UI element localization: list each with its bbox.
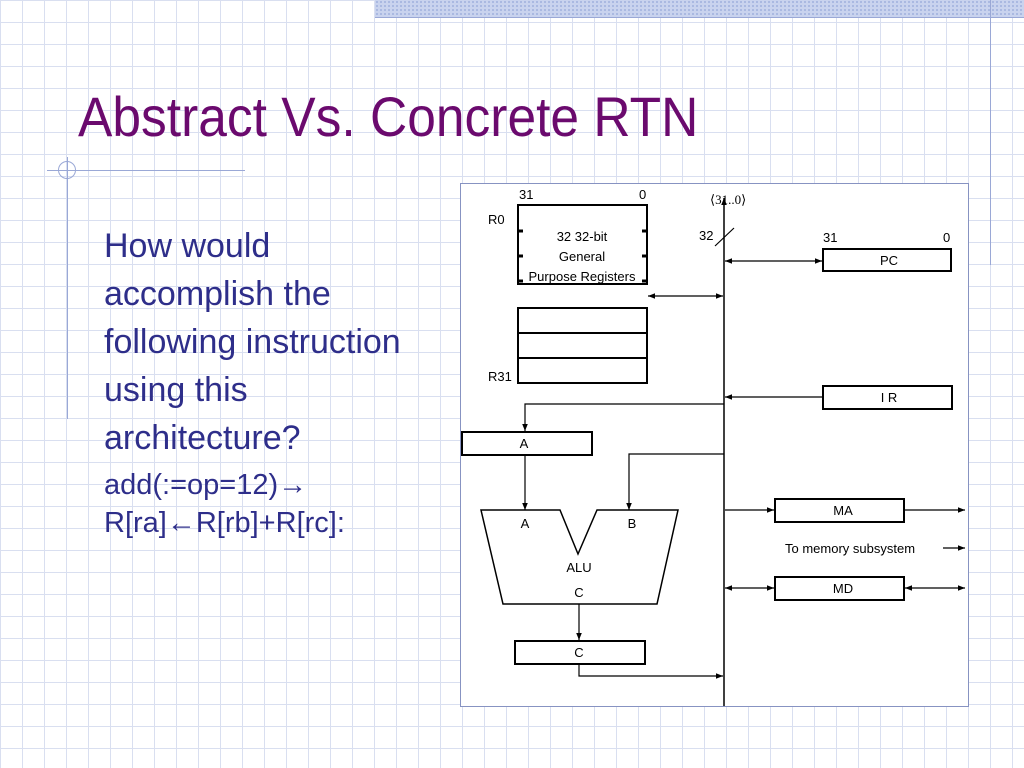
bus-to-a-register: [522, 403, 724, 431]
bus-width-slash: [714, 227, 735, 247]
a-register-label: A: [520, 436, 529, 451]
regfile-line-1: 32 32-bit: [557, 229, 608, 244]
title-underline-rule: [47, 170, 245, 171]
alu: [480, 509, 679, 605]
regfile-line-3: Purpose Registers: [529, 269, 636, 284]
ir-register: [822, 385, 953, 410]
c-register-label: C: [574, 645, 583, 660]
instruction-line-2: R[ra]←R[rb]+R[rc]:: [104, 507, 345, 539]
decoration-circle: [58, 161, 76, 179]
c-register-to-bus: [578, 665, 723, 679]
register-file-ticks: [518, 229, 647, 283]
bus-range-label: ⟨31..0⟩: [710, 192, 746, 207]
pc-bit-high: 31: [823, 230, 837, 245]
ma-register: [774, 498, 905, 523]
c-register: [514, 640, 646, 665]
register-file: [517, 204, 648, 285]
md-label: MD: [833, 581, 853, 596]
pc-label: PC: [880, 253, 898, 268]
datapath-diagram: ⟨31..0⟩ 32 31 0 R0 R31 32 32-bit General…: [460, 183, 969, 707]
register-row-2: [517, 332, 648, 359]
instruction-line-1: add(:=op=12)→: [104, 469, 308, 501]
regfile-line-2: General: [559, 249, 605, 264]
alu-input-a-label: A: [521, 516, 530, 531]
regfile-bit-high: 31: [519, 187, 533, 202]
pc-bit-low: 0: [943, 230, 950, 245]
alu-label: ALU: [566, 560, 591, 575]
datapath-svg: ⟨31..0⟩ 32 31 0 R0 R31 32 32-bit General…: [461, 187, 965, 706]
instruction-rtn: add(:=op=12)→ R[ra]←R[rb]+R[rc]:: [104, 466, 434, 542]
slide-body: How would accomplish the following instr…: [104, 222, 434, 542]
alu-output-label: C: [574, 585, 583, 600]
right-decoration-rule: [990, 0, 991, 265]
regfile-bit-low: 0: [639, 187, 646, 202]
left-decoration-rule: [67, 157, 68, 419]
slide-title: Abstract Vs. Concrete RTN: [78, 85, 699, 148]
register-r0-label: R0: [488, 212, 505, 227]
ir-label: I R: [881, 390, 898, 405]
header-decoration-line: [375, 17, 1024, 18]
pc-register: [822, 248, 952, 272]
question-text: How would accomplish the following instr…: [104, 227, 401, 457]
memory-subsystem-label: To memory subsystem: [785, 541, 915, 556]
md-register: [774, 576, 905, 601]
register-row-3: [517, 357, 648, 384]
a-register: [461, 431, 593, 456]
register-row-1: [517, 307, 648, 334]
bus-to-alu-b: [626, 453, 724, 510]
alu-input-b-label: B: [628, 516, 637, 531]
ma-label: MA: [833, 503, 853, 518]
header-decoration-band: [375, 0, 1024, 17]
register-r31-label: R31: [488, 369, 512, 384]
bus-width-label: 32: [699, 228, 713, 243]
